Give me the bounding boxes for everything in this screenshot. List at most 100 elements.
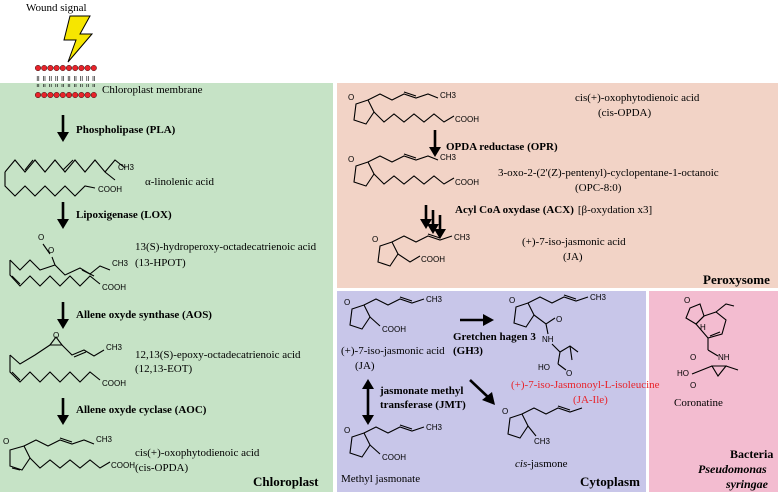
- membrane-icon: [35, 64, 97, 98]
- chloroplast-arrows: [57, 115, 69, 425]
- ch3-label-3: CH3: [106, 343, 123, 352]
- cis-jasmone-rest: -jasmone: [527, 458, 567, 470]
- cor-ho: HO: [677, 369, 689, 378]
- methyl-jasmonate-structure: O CH3 COOH: [344, 423, 443, 462]
- jaile-o-1: O: [509, 296, 515, 305]
- acx-line: Acyl CoA oxydase (ACX) [β-oxydation x3]: [455, 204, 652, 216]
- perox-cooh-2: COOH: [455, 178, 479, 187]
- ketone-o-label: O: [3, 437, 9, 446]
- lipid-head: [78, 91, 85, 98]
- acx-note: [β-oxydation x3]: [578, 204, 652, 216]
- perox-opda-abbr: (cis-OPDA): [598, 107, 651, 119]
- perox-ch3-1: CH3: [440, 91, 457, 100]
- lipid-head: [72, 64, 79, 71]
- methyl-jasmonate-name: Methyl jasmonate: [341, 473, 420, 485]
- opda-abbr-chloroplast: (cis-OPDA): [135, 462, 188, 474]
- lipid-head: [53, 91, 60, 98]
- gh3-enzyme: Gretchen hagen 3: [453, 331, 536, 343]
- coronatine-structure: O H O NH HO O: [677, 296, 739, 390]
- lipid-head: [59, 64, 66, 71]
- linolenic-acid-structure: CH3 COOH: [4, 159, 135, 197]
- acx-enzyme: Acyl CoA oxydase (ACX): [455, 204, 574, 216]
- cytoplasm-panel: [337, 291, 646, 492]
- cis-jasmone-name: cis-jasmone: [515, 458, 568, 470]
- perox-o-2: O: [348, 155, 354, 164]
- cyto-o-1: O: [344, 298, 350, 307]
- aoc-enzyme: Allene oxyde cyclase (AOC): [76, 404, 207, 416]
- linolenic-acid-name: α-linolenic acid: [145, 176, 214, 188]
- perox-cooh-1: COOH: [455, 115, 479, 124]
- lipid-head: [35, 64, 42, 71]
- opr-enzyme: OPDA reductase (OPR): [446, 141, 558, 153]
- cis-prefix: cis: [515, 458, 527, 470]
- lipid-head: [47, 91, 54, 98]
- lipid-head: [84, 64, 91, 71]
- lipid-head: [41, 64, 48, 71]
- lipid-head: [72, 91, 79, 98]
- perox-o-3: O: [372, 235, 378, 244]
- perox-ja-name: (+)-7-iso-jasmonic acid: [522, 236, 626, 248]
- peroxysome-ja-structure: O CH3 COOH: [372, 233, 471, 267]
- oh-label: O: [48, 246, 54, 255]
- jaile-name: (+)-7-iso-Jasmonoyl-L-isoleucine: [511, 379, 660, 391]
- jaile-structure: O CH3 O NH HO O: [509, 293, 607, 378]
- acx-triple-arrow: [420, 205, 446, 239]
- cor-h: H: [700, 323, 706, 332]
- hpot-structure: O O CH3 COOH: [9, 233, 129, 292]
- jaile-abbr: (JA-Ile): [573, 394, 608, 406]
- lipid-head: [90, 91, 97, 98]
- aos-enzyme: Allene oxyde synthase (AOS): [76, 309, 212, 321]
- cooh-label-4: COOH: [111, 461, 135, 470]
- cyto-ch3-1: CH3: [426, 295, 443, 304]
- wound-signal-label: Wound signal: [26, 2, 87, 14]
- peroxysome-opc-structure: O CH3 COOH: [348, 153, 479, 187]
- gh3-abbr: (GH3): [453, 345, 483, 357]
- lightning-icon: [63, 15, 94, 63]
- epoxide-o-label: O: [53, 331, 59, 340]
- eot-abbr: (12,13-EOT): [135, 363, 192, 375]
- opda-structure-chloroplast: O CH3 COOH: [3, 435, 135, 471]
- cis-jasmone-structure: O CH3: [502, 405, 583, 446]
- meja-cooh: COOH: [382, 453, 406, 462]
- cyto-cooh-1: COOH: [382, 325, 406, 334]
- membrane-label: Chloroplast membrane: [102, 84, 203, 96]
- syringae-label: syringae: [725, 477, 769, 491]
- lipid-head: [90, 64, 97, 71]
- ch3-label-4: CH3: [96, 435, 113, 444]
- meja-o: O: [344, 426, 350, 435]
- coronatine-name: Coronatine: [674, 397, 723, 409]
- lipid-head: [84, 91, 91, 98]
- opc-name: 3-oxo-2-(2'(Z)-pentenyl)-cyclopentane-1-…: [498, 167, 719, 179]
- hpot-abbr: (13-HPOT): [135, 257, 186, 269]
- lox-enzyme: Lipoxigenase (LOX): [76, 209, 172, 221]
- lipid-head: [53, 64, 60, 71]
- cor-o-3: O: [690, 381, 696, 390]
- cytoplasm-ja-structure: O CH3 COOH: [344, 295, 443, 334]
- ch3-label: CH3: [118, 163, 135, 172]
- jmt-line-1: jasmonate methyl: [379, 385, 463, 397]
- chloroplast-label: Chloroplast: [253, 474, 319, 489]
- cooh-label: COOH: [98, 185, 122, 194]
- lipid-head: [78, 64, 85, 71]
- perox-ch3-2: CH3: [440, 153, 457, 162]
- jaile-nh: NH: [542, 335, 554, 344]
- lipid-head: [47, 64, 54, 71]
- perox-opda-name: cis(+)-oxophytodienoic acid: [575, 92, 700, 104]
- peroxysome-opda-structure: O CH3 COOH: [348, 91, 479, 125]
- eot-structure: O CH3 COOH: [9, 331, 126, 388]
- perox-cooh-3: COOH: [421, 255, 445, 264]
- perox-ch3-3: CH3: [454, 233, 471, 242]
- cor-o-2: O: [690, 353, 696, 362]
- perox-ja-abbr: (JA): [563, 251, 583, 263]
- lipid-head: [65, 64, 72, 71]
- hpot-name: 13(S)-hydroperoxy-octadecatrienoic acid: [135, 241, 317, 253]
- cisj-o: O: [502, 407, 508, 416]
- perox-o-1: O: [348, 93, 354, 102]
- bacteria-label: Bacteria: [730, 447, 773, 461]
- cyto-ja-abbr: (JA): [355, 360, 375, 372]
- cisj-ch3: CH3: [534, 437, 551, 446]
- pla-enzyme: Phospholipase (PLA): [76, 124, 176, 136]
- jaile-ho: HO: [538, 363, 550, 372]
- bacteria-panel: [649, 291, 778, 492]
